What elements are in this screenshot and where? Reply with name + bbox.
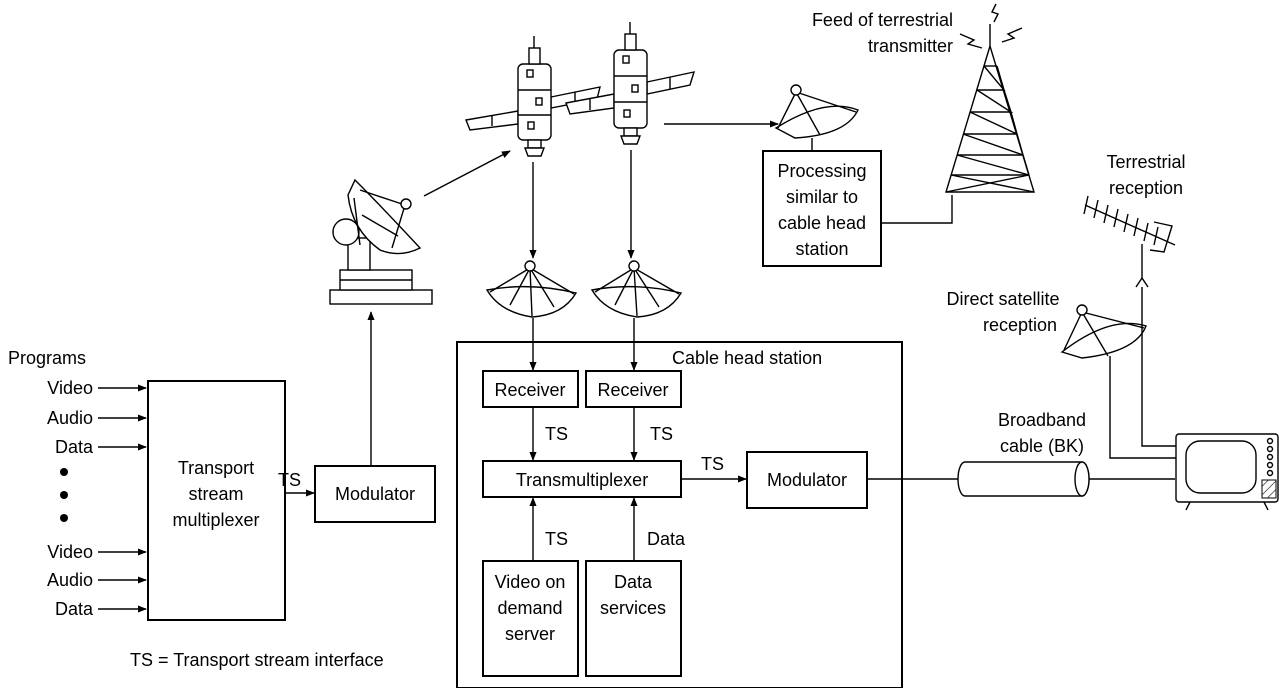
cable-modulator-label: Modulator xyxy=(767,470,847,490)
receiver-1-label: Receiver xyxy=(494,380,565,400)
processing-box xyxy=(762,150,882,267)
input-data-2: Data xyxy=(55,599,94,619)
receiver-2-label: Receiver xyxy=(597,380,668,400)
transmultiplexer-label: Transmultiplexer xyxy=(516,470,648,490)
satellite-2-icon xyxy=(565,22,696,145)
processing-label-2: similar to xyxy=(786,187,858,207)
terrestrial-feed-label-1: Feed of terrestrial xyxy=(812,10,953,30)
ts-label-receiver-2: TS xyxy=(650,424,673,444)
antenna-to-tv-line xyxy=(1141,287,1176,447)
receive-dish-1-icon xyxy=(485,260,578,318)
direct-satellite-label-1: Direct satellite xyxy=(946,289,1059,309)
transmitter-tower-icon xyxy=(945,3,1035,193)
input-video-1: Video xyxy=(47,378,93,398)
ts-label-receiver-1: TS xyxy=(545,424,568,444)
ellipsis-dots xyxy=(60,468,68,522)
input-data-1: Data xyxy=(55,437,94,457)
data-services-label-1: Data xyxy=(614,572,653,592)
dish-to-tv-line xyxy=(1109,356,1176,459)
ts-mux-label-2: stream xyxy=(188,484,243,504)
uplink-modulator-box xyxy=(314,465,436,523)
ts-label-mux-out: TS xyxy=(278,470,301,490)
vod-server-label-2: demand xyxy=(497,598,562,618)
input-labels-top: Video Audio Data Video Audio Data xyxy=(47,378,94,619)
vod-server-box xyxy=(482,560,579,677)
transmultiplexer-box xyxy=(482,460,682,498)
broadband-cable-label-1: Broadband xyxy=(998,410,1086,430)
processing-dish-icon xyxy=(774,84,859,150)
receiver-2-box xyxy=(585,370,682,408)
vod-server-label-3: server xyxy=(505,624,555,644)
processing-to-tower-line xyxy=(881,195,953,224)
programs-label: Programs xyxy=(8,348,86,368)
processing-label-4: station xyxy=(795,239,848,259)
input-audio-2: Audio xyxy=(47,570,93,590)
processing-label-1: Processing xyxy=(777,161,866,181)
input-audio-1: Audio xyxy=(47,408,93,428)
television-icon xyxy=(1175,433,1279,511)
broadband-cable-label-2: cable (BK) xyxy=(1000,436,1084,456)
ts-legend: TS = Transport stream interface xyxy=(130,650,384,670)
receiver-1-box xyxy=(482,370,579,408)
data-services-label-2: services xyxy=(600,598,666,618)
ts-mux-label-3: multiplexer xyxy=(172,510,259,530)
satellite-1-icon xyxy=(465,36,601,157)
uplink-modulator-label: Modulator xyxy=(335,484,415,504)
data-label-services: Data xyxy=(647,529,686,549)
processing-label-3: cable head xyxy=(778,213,866,233)
broadband-cable-icon xyxy=(957,461,1090,497)
terrestrial-feed-label-2: transmitter xyxy=(868,36,953,56)
receive-dish-2-icon xyxy=(590,260,683,318)
terrestrial-reception-label-1: Terrestrial xyxy=(1106,152,1185,172)
direct-satellite-label-2: reception xyxy=(983,315,1057,335)
terrestrial-reception-label-2: reception xyxy=(1109,178,1183,198)
input-video-2: Video xyxy=(47,542,93,562)
ts-mux-label-1: Transport xyxy=(178,458,254,478)
home-satellite-dish-icon xyxy=(1060,304,1147,359)
vod-server-label-1: Video on xyxy=(495,572,566,592)
terrestrial-antenna-icon xyxy=(1083,195,1176,288)
uplink-dish-icon xyxy=(329,178,433,305)
cable-head-station-label: Cable head station xyxy=(672,348,822,368)
uplink-to-satellite-arrow xyxy=(423,150,511,197)
ts-label-vod: TS xyxy=(545,529,568,549)
input-arrows xyxy=(98,384,147,613)
data-services-box xyxy=(585,560,682,677)
transport-stream-multiplexer-box xyxy=(147,380,286,621)
cable-modulator-box xyxy=(746,451,868,509)
ts-label-transmux-out: TS xyxy=(701,454,724,474)
